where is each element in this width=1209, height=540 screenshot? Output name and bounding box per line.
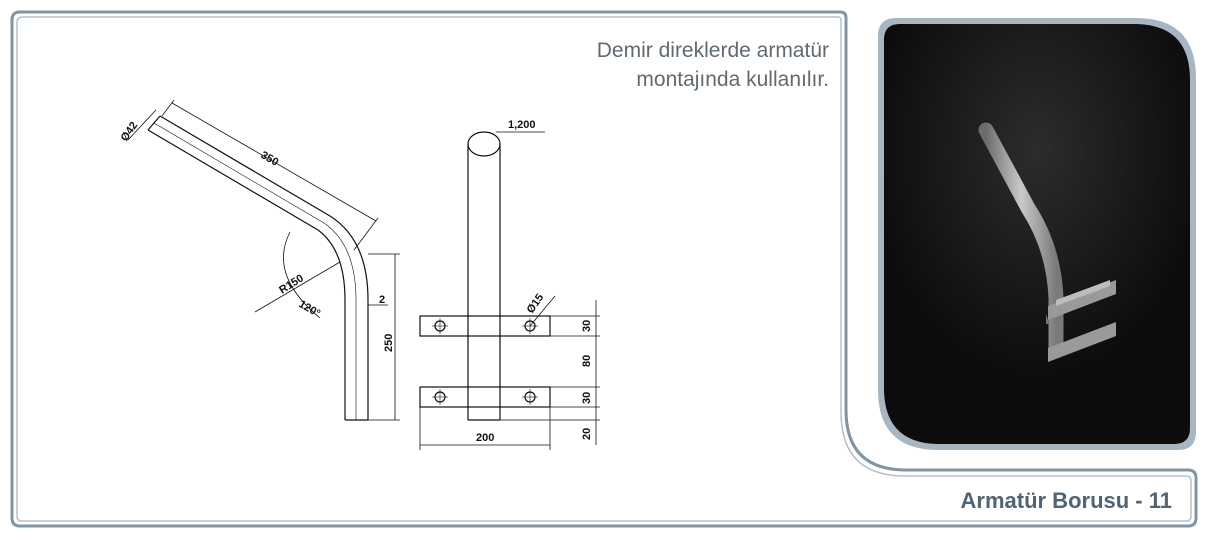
dim-gap-mid: 80: [581, 355, 593, 367]
pipe-outline-inner: [159, 115, 369, 420]
description-line-2: montajında kullanılır.: [636, 68, 829, 91]
product-title: Armatür Borusu - 11: [960, 488, 1173, 513]
product-photo: [878, 18, 1196, 450]
dim-radius: R150: [277, 272, 306, 296]
dim-plate-width: 200: [476, 432, 494, 444]
pipe-centerline: [153, 122, 357, 420]
plate-top: [419, 315, 551, 337]
dim-offset: 2: [379, 294, 385, 306]
description-text: Demir direklerde armatür montajında kull…: [529, 36, 829, 94]
dim-arm-length: 350: [259, 149, 281, 169]
bracket-pipe-icon: [978, 122, 1116, 362]
pipe-top-ellipse: [467, 131, 501, 157]
dim-gap-bottom: 30: [581, 392, 593, 404]
dim-vertical-length: 250: [383, 334, 395, 352]
pipe-outline-outer: [147, 129, 346, 420]
dim-wall: 1,200: [508, 119, 536, 131]
description-line-1: Demir direklerde armatür: [596, 39, 829, 62]
technical-drawing: Ø42 350 R150 120° 2 250 1,200 Ø15 200 30…: [119, 99, 600, 450]
plate-bottom: [419, 386, 551, 408]
dim-hole: Ø15: [525, 292, 547, 316]
dim-diameter-pipe: Ø42: [119, 120, 141, 144]
dim-gap-top: 30: [581, 320, 593, 332]
dim-gap-end: 20: [581, 428, 593, 440]
